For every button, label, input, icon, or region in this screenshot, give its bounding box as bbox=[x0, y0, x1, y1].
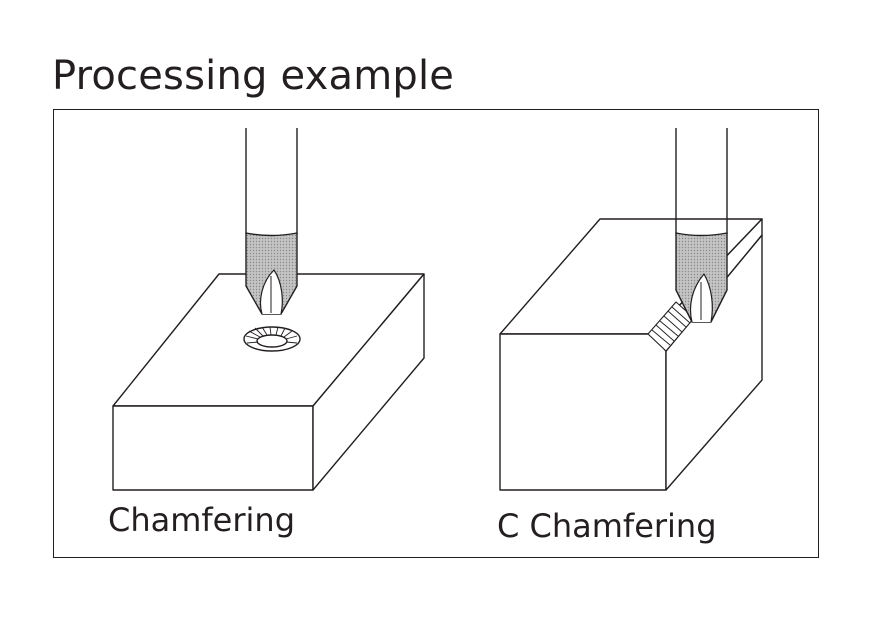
tool-tip-icon bbox=[245, 232, 298, 315]
block-front-face bbox=[499, 333, 667, 491]
tool-shank bbox=[675, 128, 728, 234]
caption-c-chamfering: C Chamfering bbox=[497, 507, 717, 545]
block-front-face bbox=[112, 405, 314, 491]
diagram-frame bbox=[53, 109, 819, 558]
countersink-hole-icon bbox=[243, 326, 301, 352]
tool-shank bbox=[245, 128, 298, 234]
caption-chamfering: Chamfering bbox=[108, 501, 295, 539]
page-title: Processing example bbox=[52, 53, 455, 99]
countersink-chamfer-block-icon bbox=[112, 128, 425, 491]
tool-tip-icon bbox=[675, 232, 728, 323]
block-right-face bbox=[312, 273, 425, 491]
edge-chamfer-block-icon bbox=[499, 128, 763, 491]
